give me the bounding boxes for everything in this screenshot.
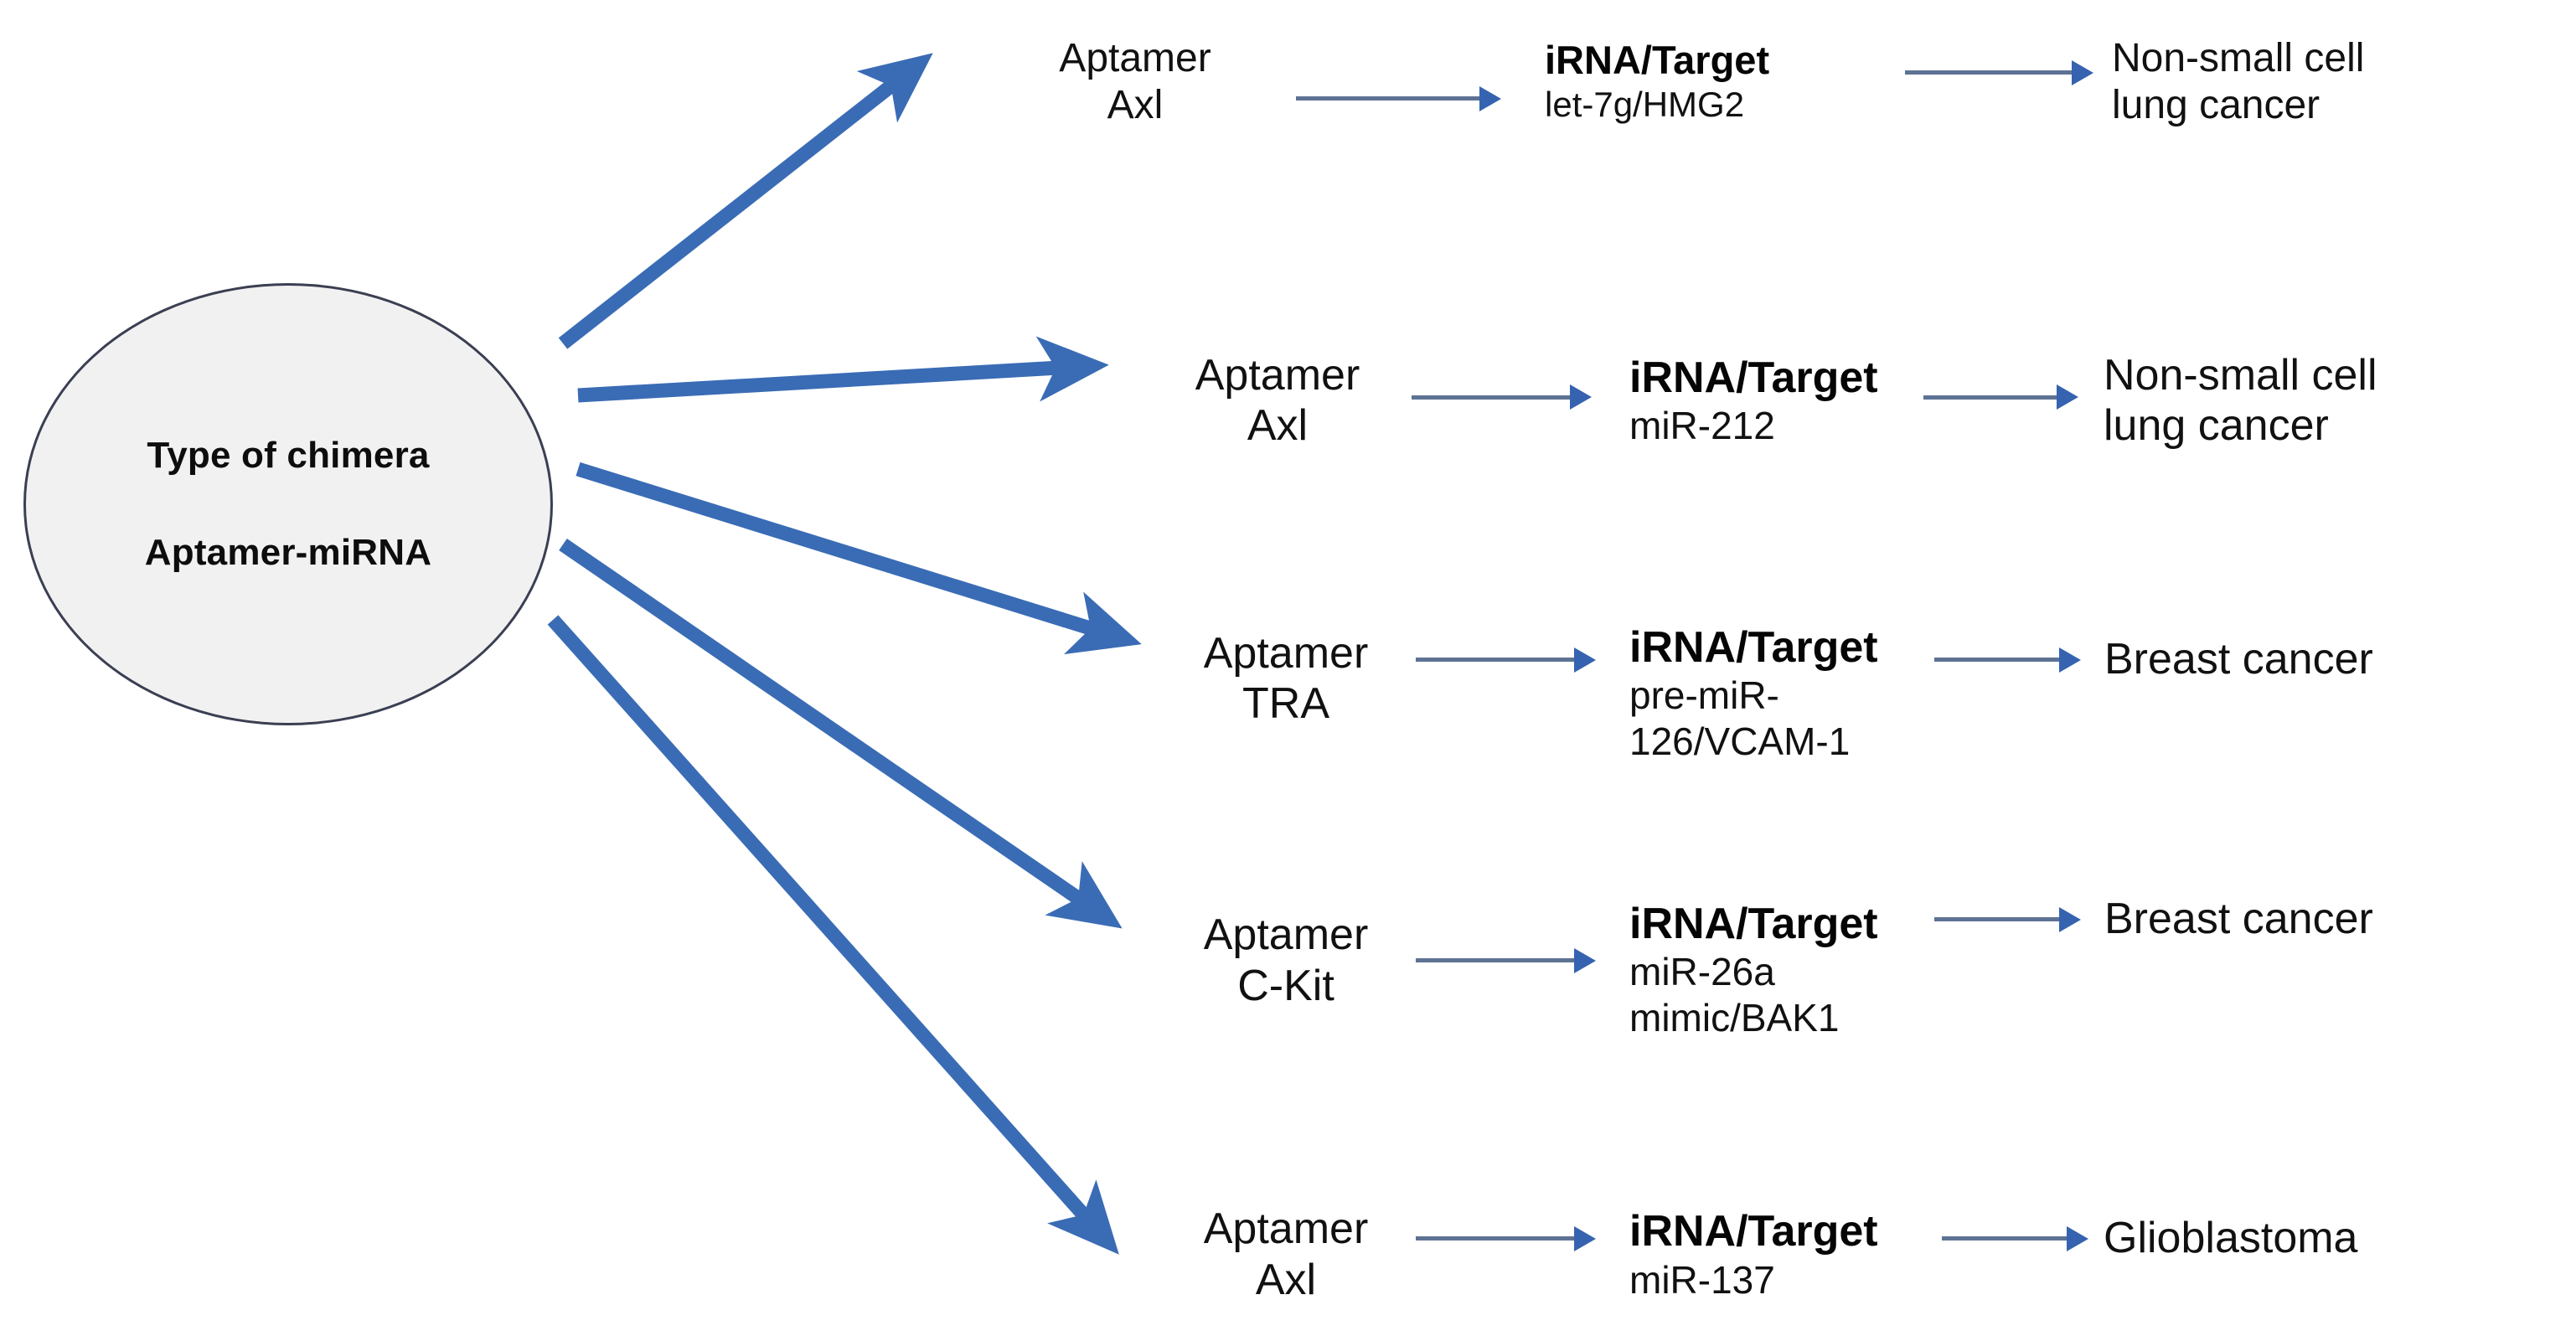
branch-4-target-cell: iRNA/Target miR-26a mimic/BAK1	[1629, 899, 1931, 1040]
branch-4-arrow-target-to-outcome	[1934, 906, 2081, 932]
branch-1-outcome-line-1: Non-small cell	[2112, 35, 2365, 80]
branch-4-aptamer-name: C-Kit	[1237, 961, 1334, 1010]
branch-5-target-cell: iRNA/Target miR-137	[1629, 1206, 1918, 1302]
branch-2-outcome-cell: Non-small cell lung cancer	[2104, 350, 2573, 451]
branch-1-aptamer-cell: Aptamer Axl	[1009, 35, 1261, 128]
branch-1-arrow-aptamer-to-target	[1296, 85, 1501, 111]
branch-1-aptamer-label: Aptamer	[1059, 35, 1211, 80]
branch-5-target-line-1: miR-137	[1629, 1257, 1775, 1302]
branch-3-target-header: iRNA/Target	[1629, 623, 1878, 673]
branch-1-arrow-target-to-outcome	[1905, 59, 2093, 85]
arrow-shaft	[1934, 917, 2061, 921]
fan-arrow-branch-2	[577, 336, 1109, 403]
arrow-shaft	[1412, 395, 1572, 400]
center-node-type-of-chimera: Type of chimera / Aptamer-miRNA Type of …	[23, 283, 553, 725]
branch-row-4: Aptamer C-Kit iRNA/Target miR-26a mimic/…	[1164, 867, 2576, 1072]
branch-4-outcome-cell: Breast cancer	[2104, 894, 2548, 944]
arrow-shaft	[1416, 1236, 1576, 1241]
branch-5-aptamer-label: Aptamer	[1203, 1204, 1369, 1254]
branch-3-aptamer-name: TRA	[1242, 679, 1329, 728]
branch-4-outcome-line-1: Breast cancer	[2104, 895, 2373, 944]
arrow-shaft	[1296, 96, 1481, 101]
branch-2-target-header: iRNA/Target	[1629, 353, 1878, 402]
branch-3-target-line-1: pre-miR-	[1629, 673, 1779, 718]
branch-2-target-cell: iRNA/Target miR-212	[1629, 353, 1918, 449]
branch-5-aptamer-cell: Aptamer Axl	[1164, 1204, 1407, 1305]
arrow-head-icon	[2072, 59, 2093, 85]
branch-3-arrow-aptamer-to-target	[1416, 647, 1596, 673]
center-node-subtitle-line: Aptamer-miRNA	[144, 532, 432, 573]
branch-4-target-header: iRNA/Target	[1629, 900, 1878, 949]
branch-1-target-header: iRNA/Target	[1545, 38, 1770, 83]
branch-4-target-line-1: miR-26a	[1629, 950, 1775, 994]
fan-arrow-branch-3	[576, 462, 1142, 655]
branch-1-target-line-1: let-7g/HMG2	[1545, 84, 1745, 124]
branch-2-aptamer-name: Axl	[1247, 401, 1309, 450]
branch-2-outcome-line-2: lung cancer	[2104, 401, 2329, 450]
arrow-head-icon	[1574, 947, 1596, 973]
branch-5-arrow-target-to-outcome	[1942, 1225, 2088, 1251]
arrow-head-icon	[1570, 384, 1592, 410]
branch-5-outcome-cell: Glioblastoma	[2104, 1213, 2548, 1263]
branch-row-5: Aptamer Axl iRNA/Target miR-137 Glioblas…	[1164, 1173, 2576, 1336]
arrow-head-icon	[1479, 85, 1501, 111]
branch-3-outcome-line-1: Breast cancer	[2104, 635, 2373, 684]
branch-row-1: Aptamer Axl iRNA/Target let-7g/HMG2 Non-…	[1009, 4, 2576, 159]
branch-1-outcome-line-2: lung cancer	[2112, 82, 2320, 127]
arrow-head-icon	[2067, 1225, 2088, 1251]
arrow-shaft	[1934, 658, 2061, 662]
arrow-shaft	[1416, 958, 1576, 962]
fan-arrow-branch-1	[558, 53, 933, 349]
arrow-shaft	[1905, 70, 2073, 75]
branch-5-arrow-aptamer-to-target	[1416, 1225, 1596, 1251]
branch-2-outcome-line-1: Non-small cell	[2104, 350, 2377, 400]
branch-5-outcome-line-1: Glioblastoma	[2104, 1214, 2358, 1263]
center-node-title-line: Type of chimera	[147, 435, 430, 476]
branch-row-3: Aptamer TRA iRNA/Target pre-miR- 126/VCA…	[1164, 591, 2576, 796]
branch-5-target-header: iRNA/Target	[1629, 1207, 1878, 1256]
branch-row-2: Aptamer Axl iRNA/Target miR-212 Non-smal…	[1156, 317, 2576, 484]
branch-3-outcome-cell: Breast cancer	[2104, 634, 2548, 684]
branch-1-target-cell: iRNA/Target let-7g/HMG2	[1545, 38, 1897, 125]
branch-3-arrow-target-to-outcome	[1934, 647, 2081, 673]
branch-3-target-line-2: 126/VCAM-1	[1629, 719, 1851, 763]
arrow-shaft	[1416, 658, 1576, 662]
branch-2-arrow-target-to-outcome	[1923, 384, 2078, 410]
branch-5-aptamer-name: Axl	[1255, 1255, 1317, 1304]
arrow-head-icon	[2057, 384, 2078, 410]
branch-1-outcome-cell: Non-small cell lung cancer	[2112, 35, 2564, 128]
branch-4-arrow-aptamer-to-target	[1416, 947, 1596, 973]
branch-2-target-line-1: miR-212	[1629, 404, 1775, 448]
branch-3-aptamer-label: Aptamer	[1203, 628, 1369, 678]
fan-arrow-branch-5	[547, 615, 1119, 1255]
arrow-head-icon	[2059, 906, 2081, 932]
branch-4-target-line-2: mimic/BAK1	[1629, 995, 1840, 1039]
branch-2-aptamer-cell: Aptamer Axl	[1156, 350, 1399, 451]
branch-2-arrow-aptamer-to-target	[1412, 384, 1592, 410]
branch-2-aptamer-label: Aptamer	[1195, 350, 1360, 400]
arrow-head-icon	[1574, 647, 1596, 673]
branch-1-aptamer-name: Axl	[1107, 82, 1164, 127]
arrow-head-icon	[2059, 647, 2081, 673]
arrow-shaft	[1923, 395, 2058, 400]
branch-3-target-cell: iRNA/Target pre-miR- 126/VCAM-1	[1629, 622, 1931, 764]
center-node-label-group: Type of chimera / Aptamer-miRNA Type of …	[26, 286, 550, 723]
fan-arrow-branch-4	[559, 538, 1123, 929]
branch-4-aptamer-cell: Aptamer C-Kit	[1164, 910, 1407, 1011]
branch-4-aptamer-label: Aptamer	[1203, 910, 1369, 960]
branch-3-aptamer-cell: Aptamer TRA	[1164, 628, 1407, 730]
arrow-head-icon	[1574, 1225, 1596, 1251]
arrow-shaft	[1942, 1236, 2068, 1241]
